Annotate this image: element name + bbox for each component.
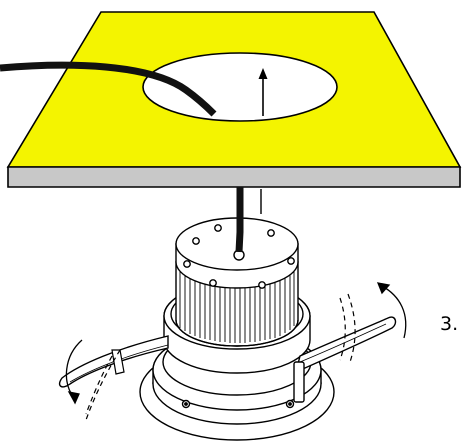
rotation-arrow-right	[376, 282, 407, 339]
cable-top	[0, 61, 217, 117]
rotation-arrow-left	[65, 339, 83, 405]
ceiling-front-edge	[7, 166, 461, 188]
insert-arrow	[258, 68, 268, 116]
downlight-fixture	[139, 217, 335, 441]
cap-holes	[183, 224, 295, 289]
spring-clip-right	[293, 316, 397, 403]
clip-motion-guides	[85, 293, 356, 421]
ceiling-panel	[6, 11, 462, 188]
ceiling-hole	[142, 52, 338, 122]
step-number: 3.	[440, 313, 459, 335]
